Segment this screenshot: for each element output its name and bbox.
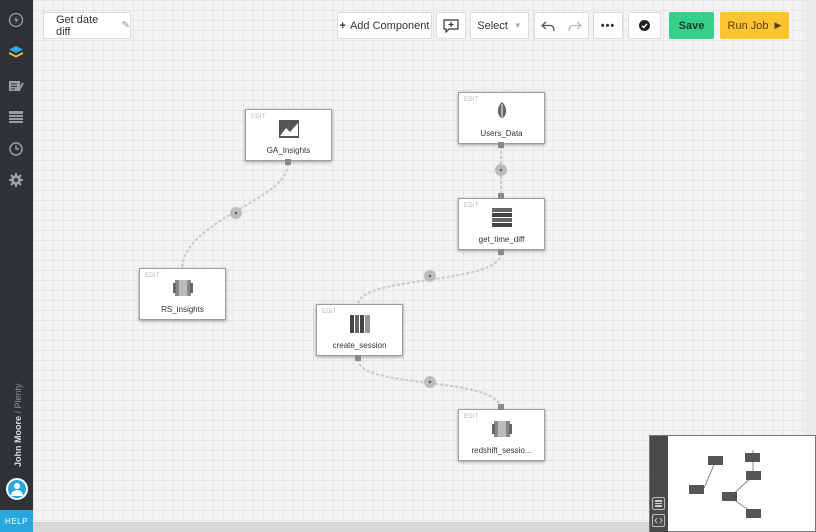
node-ga-insights[interactable]: EDIT GA_Insights — [245, 109, 332, 161]
minimap-links — [703, 450, 754, 514]
run-job-label: Run Job — [727, 19, 769, 32]
node-label: create_session — [332, 341, 387, 350]
mongodb-leaf-icon — [497, 102, 507, 122]
add-component-button[interactable]: + Add Component — [337, 12, 432, 39]
job-title[interactable]: Get date diff ✎ — [43, 12, 131, 39]
select-label: Select — [477, 19, 508, 32]
gear-icon[interactable] — [8, 172, 24, 188]
connection-toggle[interactable]: ▾ — [495, 164, 507, 176]
redo-icon[interactable] — [568, 20, 582, 32]
select-transform-icon — [492, 208, 512, 227]
node-label: redshift_sessio... — [471, 446, 532, 455]
edit-label[interactable]: EDIT — [322, 309, 337, 315]
avatar[interactable] — [6, 478, 28, 500]
undo-redo-group — [534, 12, 589, 39]
node-label: GA_Insights — [266, 146, 311, 155]
user-separator: / — [13, 410, 23, 414]
minimap-toolbar — [650, 436, 668, 532]
minimap-node — [746, 471, 761, 480]
node-users-data[interactable]: EDIT Users_Data — [458, 92, 545, 144]
minimap-node — [689, 485, 704, 494]
node-label: RS_insights — [161, 305, 204, 314]
node-get-time-diff[interactable]: EDIT get_time_diff — [458, 198, 545, 250]
edit-label[interactable]: EDIT — [464, 203, 479, 209]
code-view-icon[interactable] — [652, 514, 665, 527]
node-create-session[interactable]: EDIT create_session — [316, 304, 403, 356]
user-org-label[interactable]: John Moore / Plenty — [5, 383, 29, 470]
canvas-scrollbar-horizontal[interactable] — [33, 522, 653, 532]
node-redshift-session[interactable]: EDIT redshift_sessio... — [458, 409, 545, 461]
comment-icon — [443, 18, 459, 33]
node-label: get_time_diff — [478, 235, 525, 244]
user-name: John Moore — [13, 416, 23, 467]
minimap[interactable] — [649, 435, 816, 532]
redshift-icon — [492, 421, 512, 437]
redshift-icon — [173, 280, 193, 296]
output-port[interactable] — [285, 159, 291, 165]
pencil-icon[interactable]: ✎ — [121, 20, 130, 31]
run-job-button[interactable]: Run Job ▶ — [720, 12, 789, 39]
output-port[interactable] — [498, 142, 504, 148]
add-component-label: Add Component — [349, 19, 430, 32]
check-circle-icon — [639, 20, 650, 31]
edit-list-icon[interactable] — [8, 78, 24, 94]
fit-view-icon[interactable] — [652, 497, 665, 510]
help-button[interactable]: HELP — [0, 510, 33, 532]
job-title-text: Get date diff — [56, 13, 99, 38]
minimap-node — [722, 492, 737, 501]
analytics-icon — [279, 120, 299, 138]
output-port[interactable] — [355, 355, 361, 361]
validate-button[interactable] — [628, 12, 661, 39]
input-port[interactable] — [498, 193, 504, 199]
comment-button[interactable] — [436, 12, 466, 39]
org-name: Plenty — [13, 383, 23, 409]
connection-toggle[interactable]: ▾ — [230, 207, 242, 219]
connection-toggle[interactable]: ▾ — [424, 270, 436, 282]
minimap-node — [745, 453, 760, 462]
connection-toggle[interactable]: ▾ — [424, 376, 436, 388]
output-port[interactable] — [498, 249, 504, 255]
edit-label[interactable]: EDIT — [464, 97, 479, 103]
layers-icon[interactable] — [8, 44, 24, 60]
history-icon[interactable] — [8, 141, 24, 157]
chevron-down-icon: ▼ — [513, 21, 522, 30]
edit-label[interactable]: EDIT — [464, 414, 479, 420]
select-dropdown[interactable]: Select ▼ — [470, 12, 529, 39]
undo-icon[interactable] — [541, 20, 555, 32]
more-options-button[interactable]: ••• — [593, 12, 623, 39]
play-icon: ▶ — [774, 20, 782, 30]
edit-label[interactable]: EDIT — [251, 114, 266, 120]
edit-label[interactable]: EDIT — [145, 273, 160, 279]
canvas-scrollbar-vertical[interactable] — [806, 0, 816, 436]
sidebar: John Moore / Plenty HELP — [0, 0, 33, 532]
input-port[interactable] — [498, 404, 504, 410]
plus-icon: + — [339, 19, 346, 32]
save-button[interactable]: Save — [669, 12, 714, 39]
node-label: Users_Data — [480, 129, 523, 138]
minimap-node — [708, 456, 723, 465]
columns-transform-icon — [350, 315, 370, 333]
list-icon[interactable] — [8, 109, 24, 125]
minimap-node — [746, 509, 761, 518]
node-rs-insights[interactable]: EDIT RS_insights — [139, 268, 226, 320]
power-icon[interactable] — [8, 12, 24, 28]
